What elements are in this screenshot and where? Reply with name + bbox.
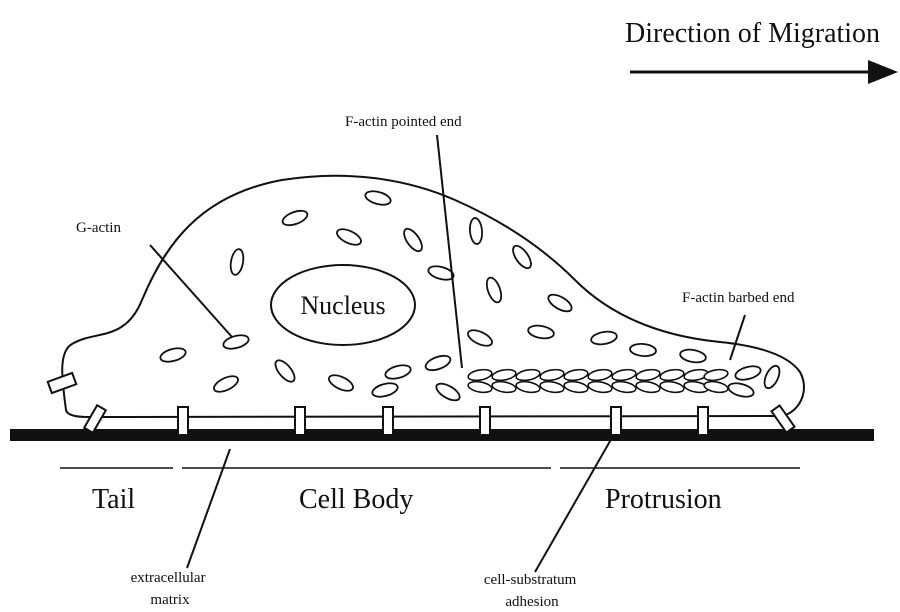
direction-title: Direction of Migration bbox=[625, 18, 880, 49]
cell-body-label: Cell Body bbox=[299, 484, 413, 515]
g-actin-label: G-actin bbox=[76, 220, 121, 236]
f-actin-pointed-label: F-actin pointed end bbox=[345, 114, 462, 130]
adhesion-site bbox=[383, 407, 393, 435]
cell-substratum-adhesion-label: cell-substratum adhesion bbox=[484, 572, 580, 610]
adhesion-site bbox=[698, 407, 708, 435]
tail-label: Tail bbox=[92, 484, 135, 515]
adhesion-label-line-2: adhesion bbox=[505, 594, 559, 610]
ecm-leader bbox=[187, 449, 230, 568]
nucleus-label: Nucleus bbox=[300, 291, 385, 320]
adhesion-site bbox=[295, 407, 305, 435]
f-actin-barbed-label: F-actin barbed end bbox=[682, 290, 795, 306]
protrusion-label: Protrusion bbox=[605, 484, 722, 515]
substrate-bar bbox=[10, 429, 874, 441]
adhesion-leader bbox=[535, 436, 613, 572]
ecm-label-line-2: matrix bbox=[150, 592, 190, 608]
ecm-label-line-1: extracellular bbox=[131, 570, 206, 586]
adhesion-site bbox=[611, 407, 621, 435]
extracellular-matrix-label: extracellular matrix bbox=[131, 570, 210, 608]
adhesion-site bbox=[178, 407, 188, 435]
adhesion-label-line-1: cell-substratum bbox=[484, 572, 577, 588]
migration-arrow-icon bbox=[630, 60, 898, 84]
adhesion-site bbox=[480, 407, 490, 435]
